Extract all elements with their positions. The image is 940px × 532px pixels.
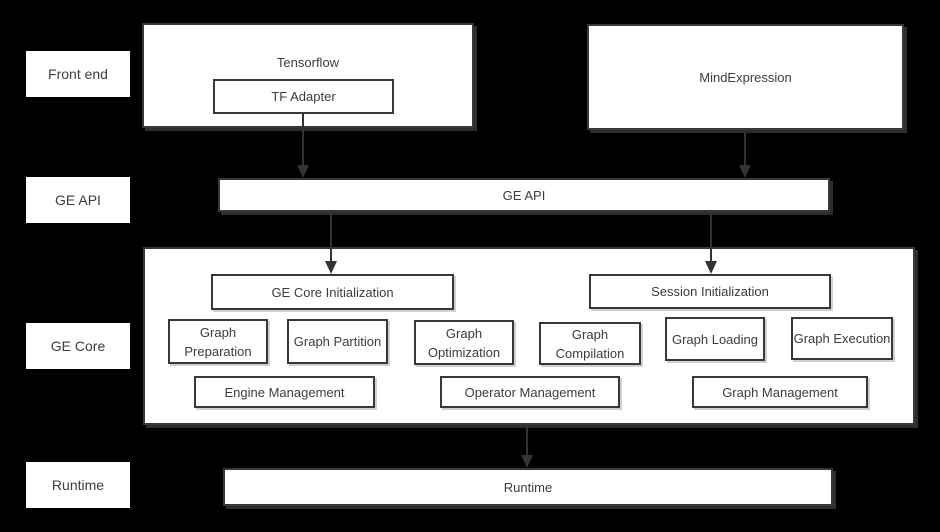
graph-preparation-label: Graph Preparation xyxy=(184,324,252,359)
arrow-ge-api-to-core-initialization xyxy=(325,212,337,274)
graph-preparation-box: Graph Preparation xyxy=(168,319,268,364)
arrow-shaft xyxy=(526,425,528,457)
mindexpression-label: MindExpression xyxy=(699,69,792,85)
row-label-runtime: Runtime xyxy=(26,462,130,508)
tensorflow-box: Tensorflow TF Adapter xyxy=(142,23,474,128)
runtime-label: Runtime xyxy=(503,479,553,495)
row-label-ge-core: GE Core xyxy=(26,323,130,369)
graph-optimization-box: Graph Optimization xyxy=(414,320,514,365)
graph-execution-label: Graph Execution xyxy=(793,331,891,346)
graph-partition-box: Graph Partition xyxy=(287,319,388,364)
graph-management-label: Graph Management xyxy=(722,384,838,400)
arrow-mindexpression-to-ge-api xyxy=(739,130,751,178)
graph-execution-box: Graph Execution xyxy=(791,317,893,360)
ge-core-box: GE Core Initialization Session Initializ… xyxy=(143,247,915,425)
row-label-ge-api: GE API xyxy=(26,177,130,223)
operator-management-box: Operator Management xyxy=(440,376,620,408)
engine-management-label: Engine Management xyxy=(224,384,345,400)
ge-core-initialization-box: GE Core Initialization xyxy=(211,274,454,310)
tf-adapter-box: TF Adapter xyxy=(213,79,394,114)
row-label-front-end: Front end xyxy=(26,51,130,97)
arrow-shaft xyxy=(710,212,712,263)
arrow-head-icon xyxy=(739,165,751,178)
mindexpression-box: MindExpression xyxy=(587,24,904,130)
arrow-tf-adapter-to-ge-api xyxy=(297,114,309,178)
arrow-head-icon xyxy=(705,261,717,274)
ge-api-label: GE API xyxy=(502,187,546,203)
runtime-bar: Runtime xyxy=(223,468,833,506)
graph-management-box: Graph Management xyxy=(692,376,868,408)
arrow-shaft xyxy=(744,130,746,167)
arrow-head-icon xyxy=(325,261,337,274)
tensorflow-label: Tensorflow xyxy=(276,55,340,70)
session-initialization-label: Session Initialization xyxy=(651,284,769,299)
arrow-ge-api-to-session-initialization xyxy=(705,212,717,274)
graph-partition-label: Graph Partition xyxy=(293,334,382,349)
graph-loading-label: Graph Loading xyxy=(671,331,758,347)
graph-optimization-label: Graph Optimization xyxy=(427,325,501,360)
graph-loading-box: Graph Loading xyxy=(665,317,765,361)
ge-api-bar: GE API xyxy=(218,178,830,212)
graph-compilation-box: Graph Compilation xyxy=(539,322,641,365)
graph-compilation-label: Graph Compilation xyxy=(555,326,625,361)
arrow-head-icon xyxy=(297,165,309,178)
tf-adapter-label: TF Adapter xyxy=(271,89,336,104)
arrow-shaft xyxy=(302,114,304,167)
arrow-shaft xyxy=(330,212,332,263)
arrow-head-icon xyxy=(521,455,533,468)
session-initialization-box: Session Initialization xyxy=(589,274,831,309)
ge-core-initialization-label: GE Core Initialization xyxy=(271,284,394,300)
operator-management-label: Operator Management xyxy=(464,384,596,400)
engine-management-box: Engine Management xyxy=(194,376,375,408)
arrow-ge-core-to-runtime xyxy=(521,425,533,468)
